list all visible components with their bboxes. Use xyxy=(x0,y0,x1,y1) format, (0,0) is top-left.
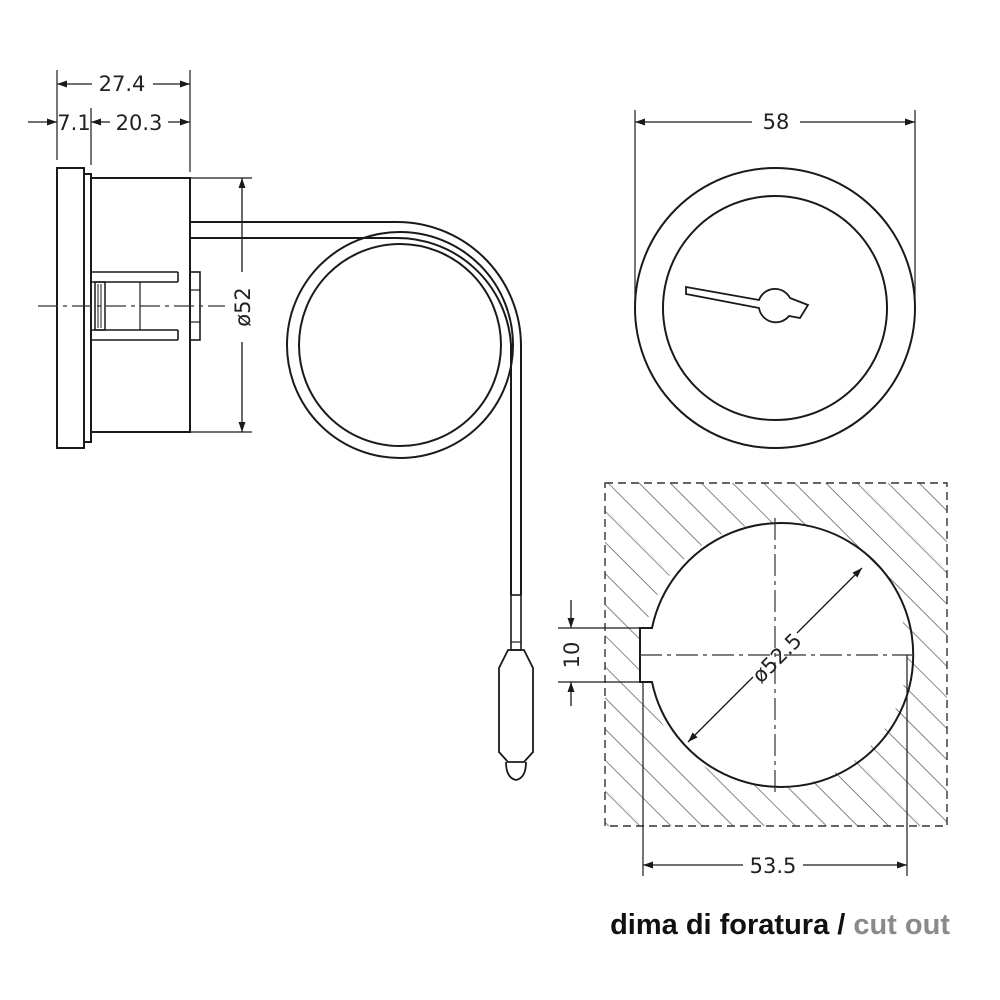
side-flange-step xyxy=(83,173,92,443)
capillary-tube xyxy=(190,220,534,781)
screw-thread xyxy=(94,281,106,331)
bulb-tip xyxy=(505,761,527,781)
dim-cutout-width: 53.5 xyxy=(750,854,797,878)
cutout-view: ø52.5 10 53.5 xyxy=(558,482,948,878)
caption-main: dima di foratura / xyxy=(610,909,845,941)
front-view xyxy=(634,167,916,449)
side-dimensions: 27.4 7.1 20.3 ø52 xyxy=(28,70,255,433)
dim-notch-height: 10 xyxy=(560,642,584,669)
cutout-hole xyxy=(639,522,915,788)
caption-secondary: cut out xyxy=(853,909,950,941)
dim-side-total: 27.4 xyxy=(99,72,146,96)
tube-coil-inner xyxy=(298,243,502,447)
dim-side-flange: 7.1 xyxy=(57,111,90,135)
gauge-needle xyxy=(685,285,810,324)
cutout-border xyxy=(604,482,948,827)
side-view xyxy=(38,167,225,449)
caption: dima di foratura /cut out xyxy=(610,909,950,941)
front-bezel-outer xyxy=(634,167,916,449)
tube-coil-outer xyxy=(286,231,514,459)
front-dial xyxy=(662,195,888,421)
sensor-bulb xyxy=(498,649,534,763)
side-flange-outer xyxy=(56,167,85,449)
front-dimensions: 58 xyxy=(634,110,916,300)
dim-side-body: 20.3 xyxy=(116,111,163,135)
dim-body-diameter: ø52 xyxy=(231,287,255,327)
dim-front-width: 58 xyxy=(763,110,790,134)
